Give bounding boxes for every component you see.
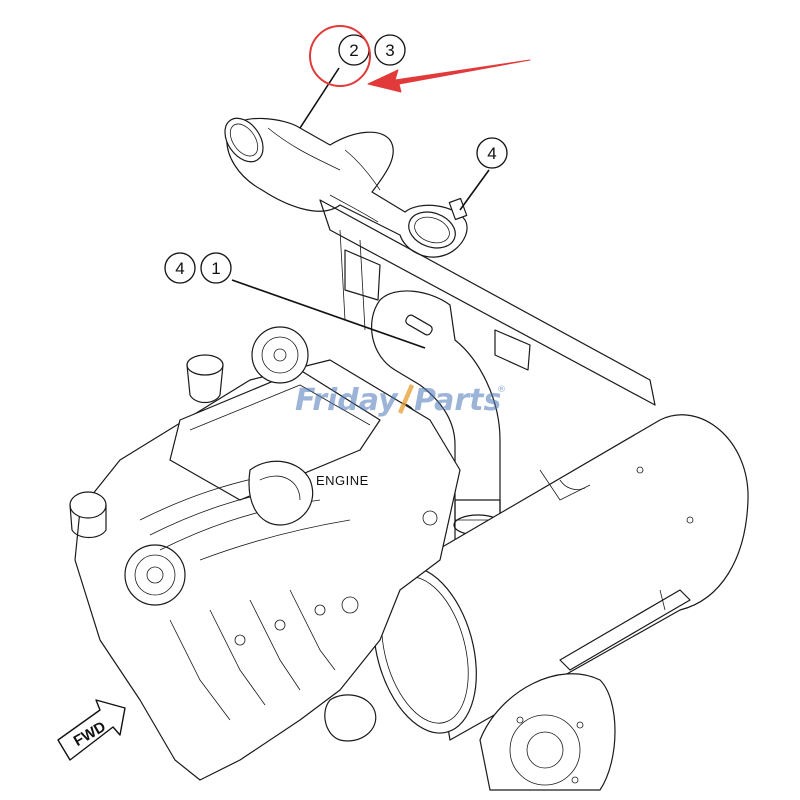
callout-3-text: 3 [385,41,394,60]
callout-4-upper: 4 [476,137,508,169]
brand-watermark: Friday Parts ® [295,383,506,418]
callout-4-upper-text: 4 [487,144,496,163]
air-intake-elbow-tube [224,117,468,258]
callout-4-left: 4 [164,252,196,284]
highlight-annotation [309,25,531,93]
engine-label: ENGINE [316,473,369,488]
engine-block [69,326,461,781]
watermark-brand-part2: Parts [414,383,501,418]
flywheel-housing [479,673,616,791]
watermark-slash-icon [398,384,414,414]
watermark-brand-part1: Friday [295,383,399,418]
highlight-circle [309,25,371,87]
fwd-arrow: FWD [57,699,126,761]
watermark-registered-mark: ® [497,385,506,395]
callout-4-left-text: 4 [175,259,184,278]
frame-rail [319,199,656,406]
callout-2-text: 2 [349,41,358,60]
highlight-arrow [367,59,531,93]
leader-lines [231,67,490,349]
callout-1-text: 1 [211,259,220,278]
exhaust-muffler-tank [373,414,749,741]
callout-1: 1 [200,252,232,284]
callout-3: 3 [374,34,406,66]
